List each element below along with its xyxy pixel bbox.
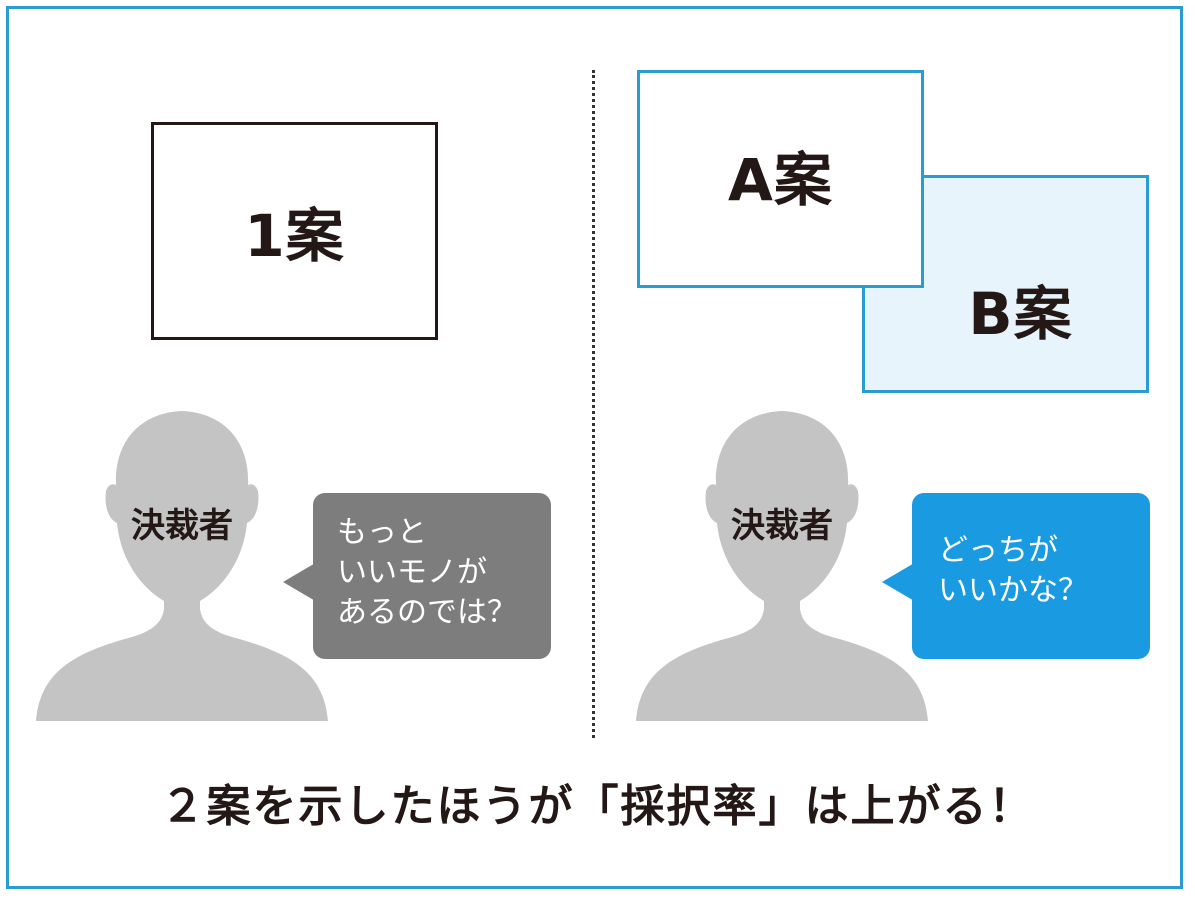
single-plan-box: 1案 <box>151 122 438 340</box>
single-plan-label: 1案 <box>244 202 345 270</box>
decision-maker-label: 決裁者 <box>131 506 233 546</box>
bubble-line: あるのでは？ <box>337 595 517 630</box>
speech-bubble-tail <box>283 562 317 602</box>
decision-maker-left: 決裁者 <box>32 405 362 735</box>
decision-maker-label: 決裁者 <box>731 506 833 546</box>
plan-a-label: A案 <box>728 146 833 214</box>
bubble-line: どっちが <box>938 533 1058 568</box>
plan-a-box: A案 <box>637 70 924 288</box>
plan-b-label: B案 <box>968 280 1073 348</box>
decision-maker-right: 決裁者 <box>632 405 962 735</box>
bubble-line: いいかな？ <box>938 573 1088 608</box>
conclusion-text: ２案を示したほうが「採択率」は上がる！ <box>160 781 1035 832</box>
speech-bubble-choice: どっちが いいかな？ <box>912 493 1150 659</box>
speech-bubble-doubt: もっと いいモノが あるのでは？ <box>313 493 551 659</box>
speech-bubble-tail <box>882 562 916 602</box>
bubble-line: いいモノが <box>337 555 487 590</box>
person-silhouette-icon <box>636 411 928 721</box>
person-silhouette-icon <box>36 411 328 721</box>
bubble-line: もっと <box>337 515 427 550</box>
panel-divider <box>592 70 595 738</box>
